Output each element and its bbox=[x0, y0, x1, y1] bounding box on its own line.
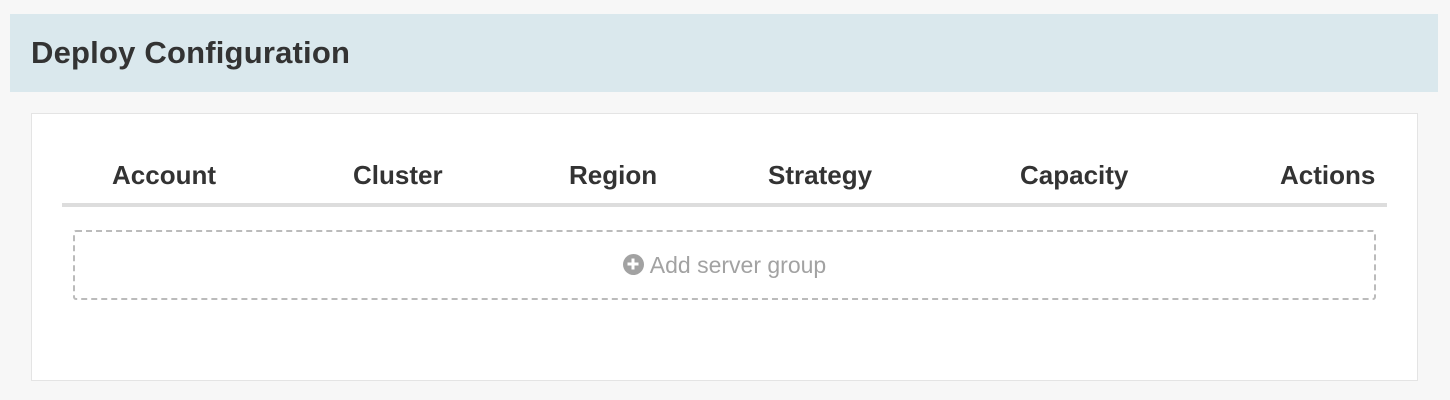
plus-circle-icon bbox=[622, 253, 644, 275]
section-header: Deploy Configuration bbox=[10, 14, 1438, 92]
deploy-configuration-panel: Account Cluster Region Strategy Capacity… bbox=[31, 113, 1418, 381]
column-header-capacity: Capacity bbox=[1020, 160, 1129, 190]
add-server-group-button[interactable]: Add server group bbox=[73, 230, 1376, 300]
column-header-region: Region bbox=[569, 160, 658, 190]
section-title: Deploy Configuration bbox=[31, 35, 351, 70]
column-header-actions: Actions bbox=[1280, 160, 1376, 190]
table-header: Account Cluster Region Strategy Capacity… bbox=[62, 149, 1387, 207]
column-header-account: Account bbox=[112, 160, 216, 190]
column-header-cluster: Cluster bbox=[353, 160, 443, 190]
add-server-group-label: Add server group bbox=[649, 251, 827, 278]
column-header-strategy: Strategy bbox=[768, 160, 873, 190]
